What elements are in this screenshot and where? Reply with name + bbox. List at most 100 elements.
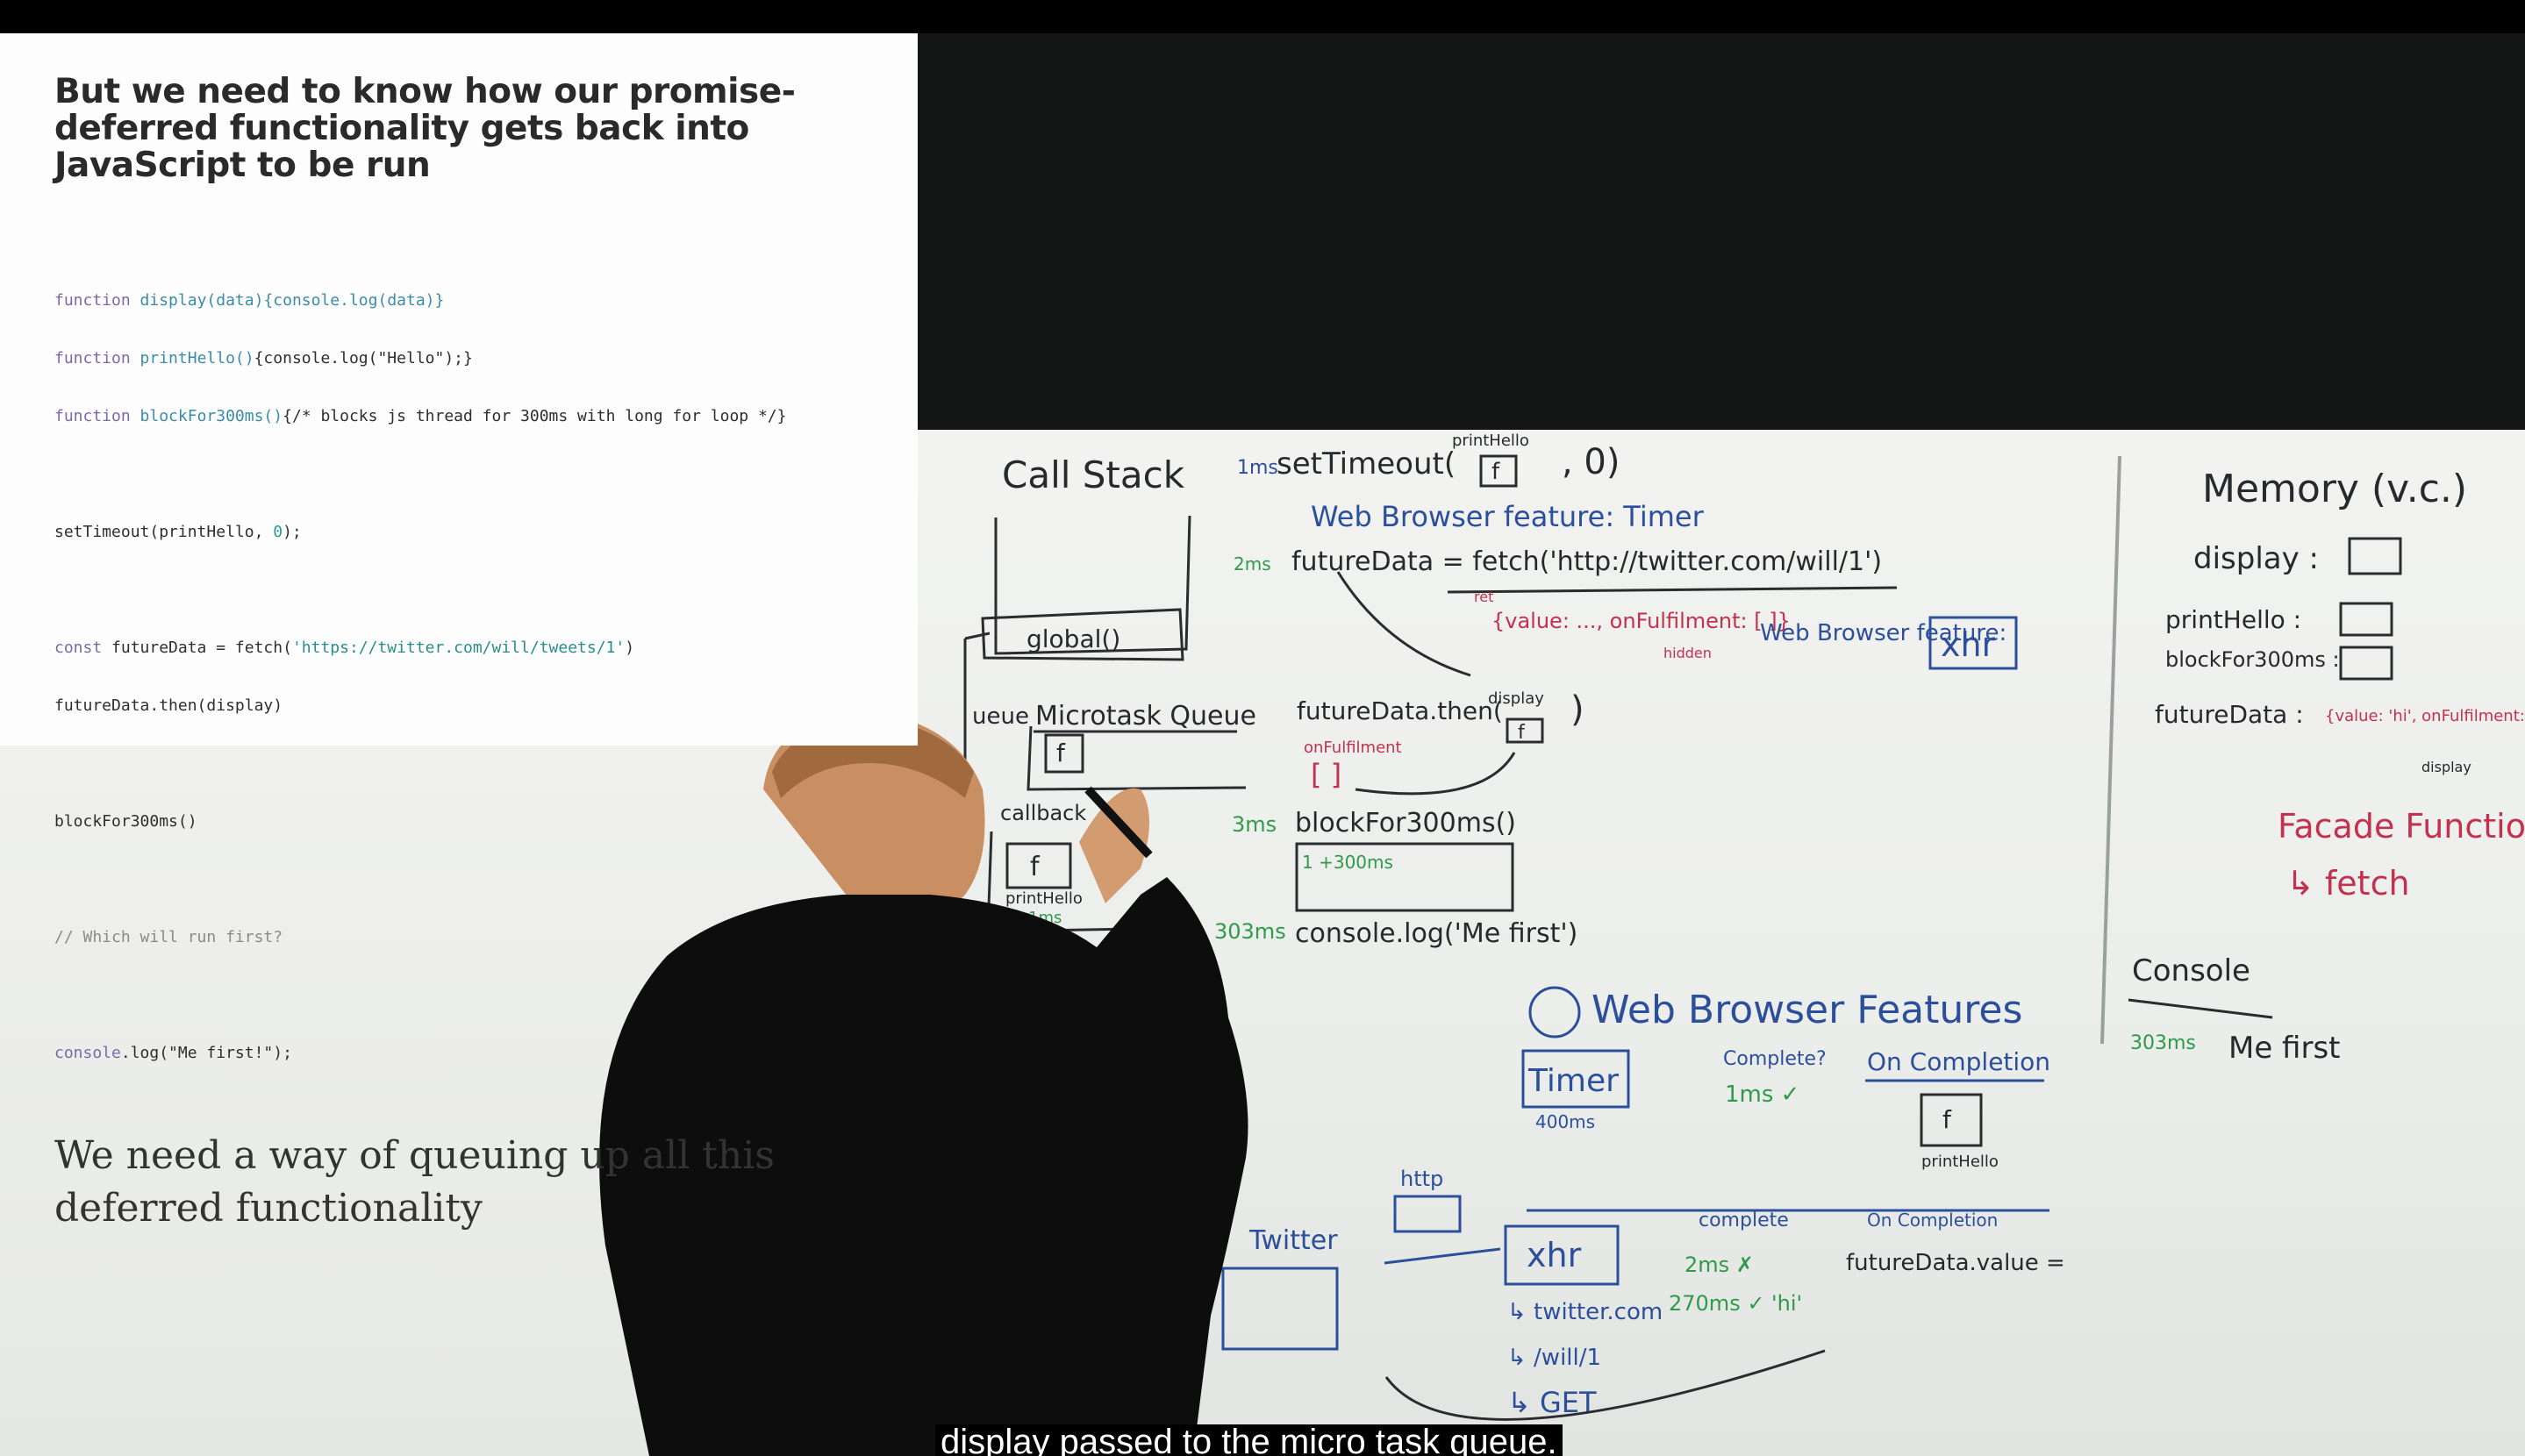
- code-text: );: [283, 523, 302, 541]
- code-line: console.log("Me first!");: [54, 1044, 918, 1063]
- code-blank-line: [54, 581, 918, 600]
- code-line: const futureData = fetch('https://twitte…: [54, 639, 918, 658]
- complete-label: Complete?: [1723, 1048, 1827, 1070]
- code-string: 'https://twitter.com/will/tweets/1': [291, 639, 626, 657]
- console-time: 303ms: [2130, 1032, 2196, 1054]
- xhr-2ms: 2ms ✗: [1685, 1253, 1754, 1277]
- microtask-box: [1026, 725, 1247, 791]
- then-arg-label: display: [1488, 689, 1544, 708]
- callback-item-box: [1005, 842, 1072, 889]
- fetch-xhr-box: [1928, 616, 2018, 670]
- facade-title: Facade Functions: [2278, 807, 2525, 846]
- fetch-return-arrow: [1336, 571, 1471, 677]
- callback-item-caption: printHello: [1005, 889, 1083, 908]
- board-divider-line: [2100, 455, 2121, 1045]
- code-function-name: printHello(): [139, 349, 254, 368]
- memory-printhello-box: [2339, 602, 2393, 637]
- presenter-body: [599, 877, 1248, 1456]
- timer-box: [1521, 1049, 1630, 1109]
- callback-queue: callback f printHello 1ms: [963, 632, 1181, 933]
- code-function-name: blockFor300ms(): [139, 407, 283, 425]
- fetch-hidden-label: hidden: [1663, 645, 1712, 661]
- globe-icon: [1528, 986, 1581, 1038]
- memory-futuredata-inner: display: [2421, 759, 2471, 775]
- future-value: futureData.value =: [1846, 1250, 2065, 1276]
- then-close: ): [1570, 689, 1584, 730]
- fetch-ret-label: ret: [1474, 589, 1493, 605]
- code-line: blockFor300ms(): [54, 812, 197, 831]
- code-text: setTimeout(printHello,: [54, 523, 274, 541]
- block-time: 3ms: [1232, 812, 1277, 837]
- code-keyword: const: [54, 639, 103, 657]
- block-inner-label: 1 +300ms: [1302, 852, 1393, 873]
- log-text: console.log('Me first'): [1295, 918, 1577, 949]
- code-keyword: function: [54, 407, 131, 425]
- slide-code-block: function display(data){console.log(data)…: [54, 253, 918, 1102]
- code-blank-line: [54, 986, 918, 1005]
- web-browser-features: Web Browser Features Timer 400ms Complet…: [1221, 986, 2065, 1421]
- callback-queue-label: callback: [1000, 801, 1086, 825]
- code-blank-line: [54, 870, 918, 889]
- memory-futuredata-object: {value: 'hi', onFulfilment: [ ]}: [2325, 707, 2525, 725]
- dark-background-strip: [918, 33, 2525, 430]
- presenter: [599, 710, 1248, 1456]
- fetch-feature-note: Web Browser feature:: [1760, 620, 2006, 646]
- fetch-time: 2ms: [1234, 553, 1271, 575]
- then-arrow: [1355, 752, 1516, 796]
- code-number: 0: [273, 523, 283, 541]
- memory-item-printhello: printHello :: [2165, 605, 2301, 634]
- console-output: Me first: [2228, 1031, 2341, 1066]
- twitter-server-icon: [1221, 1267, 1339, 1351]
- global-frame-box: [981, 608, 1184, 661]
- microtask-side-label: ueue: [972, 703, 1029, 730]
- block-text: blockFor300ms(): [1295, 808, 1516, 839]
- code-comment: // Which will run first?: [54, 928, 283, 946]
- code-line: function printHello(){console.log("Hello…: [54, 349, 918, 368]
- microtask-item-fn: f: [1056, 739, 1066, 767]
- code-text: futureData = fetch(: [102, 639, 292, 657]
- console-title: Console: [2132, 953, 2250, 989]
- code-body: {console.log(data)}: [263, 291, 445, 310]
- on-completion-label: On Completion: [1867, 1047, 2050, 1076]
- fetch-return-object: {value: ..., onFulfilment: [ ]}: [1491, 609, 1791, 633]
- board-code: 1ms setTimeout( printHello f , 0) Web Br…: [1214, 432, 2018, 949]
- xhr-270ms: 270ms ✓ 'hi': [1669, 1291, 1802, 1316]
- slide-note: We need a way of queuing up all this def…: [54, 1133, 775, 1231]
- memory-panel: Memory (v.c.) display : printHello : blo…: [2155, 467, 2525, 903]
- microtask-item-box: [1044, 733, 1084, 774]
- settimeout-feature-note: Web Browser feature: Timer: [1311, 500, 1705, 533]
- code-text: ): [625, 639, 635, 657]
- video-top-bar: [0, 0, 2525, 33]
- xhr-line-2: ↳ /will/1: [1507, 1345, 1601, 1371]
- memory-item-futuredata: futureData :: [2155, 700, 2304, 729]
- settimeout-arg-label: printHello: [1452, 432, 1529, 450]
- call-stack-box: [994, 515, 1191, 655]
- code-keyword: console: [54, 1044, 121, 1062]
- on-fulfilment-array: [ ]: [1311, 758, 1341, 791]
- call-stack-title: Call Stack: [1002, 453, 1185, 496]
- console-panel: Console 303ms Me first: [2128, 953, 2341, 1066]
- microtask-queue-label: Microtask Queue: [1035, 701, 1256, 732]
- twitter-label: Twitter: [1248, 1225, 1338, 1256]
- xhr-line-1: ↳ twitter.com: [1507, 1299, 1663, 1325]
- code-function-name: display(data): [139, 291, 264, 310]
- then-arg-fn: f: [1518, 722, 1526, 744]
- console-underline: [2128, 998, 2273, 1019]
- marker-pen: [1084, 786, 1153, 859]
- settimeout-arg-fn: f: [1491, 459, 1500, 485]
- completion-fn-caption: printHello: [1921, 1153, 1999, 1171]
- completion-fn-box: [1920, 1093, 1983, 1147]
- callback-item-fn: f: [1030, 852, 1041, 882]
- settimeout-time: 1ms: [1237, 457, 1278, 479]
- memory-display-box: [2348, 537, 2402, 575]
- code-body: {console.log("Hello");}: [254, 349, 473, 368]
- code-body: {/* blocks js thread for 300ms with long…: [283, 407, 787, 425]
- code-line: futureData.then(display): [54, 696, 283, 715]
- settimeout-text: setTimeout(: [1277, 446, 1456, 482]
- event-loop-arrow-head: [964, 632, 991, 640]
- block-box: [1295, 842, 1514, 912]
- memory-block-box: [2339, 646, 2393, 681]
- on-fulfilment-label: onFulfilment: [1304, 739, 1402, 757]
